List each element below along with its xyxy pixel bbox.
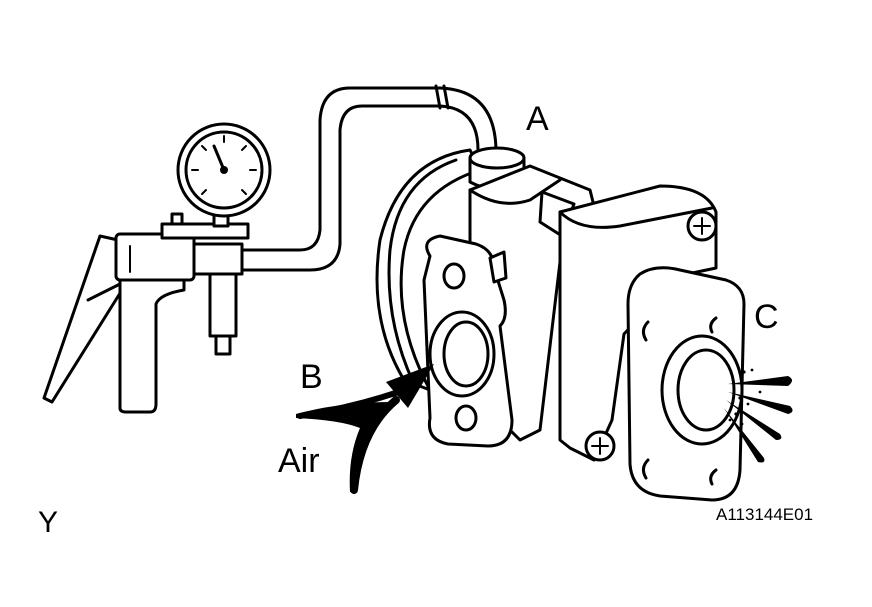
label-c: C [754, 298, 779, 336]
label-air: Air [278, 442, 320, 480]
label-a: A [526, 100, 549, 138]
egr-valve-icon [375, 146, 746, 502]
label-y: Y [38, 506, 59, 539]
vacuum-pump-icon [42, 212, 250, 414]
air-jet-icon [724, 368, 793, 463]
vacuum-hose-icon [236, 84, 498, 272]
label-b: B [300, 358, 323, 396]
pressure-gauge-icon [176, 122, 272, 228]
figure-code: A113144E01 [716, 505, 814, 524]
airflow-arrow-icon [296, 364, 434, 494]
